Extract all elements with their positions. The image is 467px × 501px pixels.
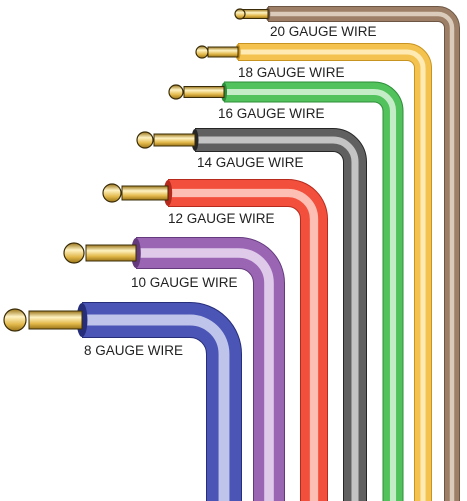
wire-18-conductor — [207, 46, 239, 58]
wire-12-label: 12 GAUGE WIRE — [168, 211, 275, 226]
wire-14-gauge — [136, 128, 367, 501]
wire-14-conductor — [153, 133, 196, 147]
wire-14-tip — [136, 131, 154, 149]
wire-10-insulation-outline — [136, 237, 285, 501]
wire-16-label: 16 GAUGE WIRE — [218, 106, 325, 121]
wire-8-gauge — [3, 302, 242, 501]
wire-14-highlight — [195, 136, 359, 501]
wire-18-highlight — [238, 49, 426, 501]
wire-10-insulation — [136, 238, 284, 501]
wire-20-gauge — [234, 6, 460, 501]
wire-8-highlight — [82, 314, 230, 501]
wire-18-tip — [195, 45, 209, 59]
wire-20-label: 20 GAUGE WIRE — [270, 24, 377, 39]
wire-8-label: 8 GAUGE WIRE — [84, 343, 183, 358]
wire-16-highlight — [224, 88, 397, 501]
wire-10-label: 10 GAUGE WIRE — [131, 275, 238, 290]
wire-10-conductor — [85, 244, 137, 262]
wire-18-label: 18 GAUGE WIRE — [238, 65, 345, 80]
wire-16-conductor — [183, 86, 225, 98]
wire-16-tip — [168, 84, 184, 100]
wire-12-gauge — [102, 179, 328, 501]
wire-20-conductor — [242, 9, 269, 19]
wire-18-gauge — [195, 43, 432, 501]
wire-14-label: 14 GAUGE WIRE — [197, 155, 304, 170]
wire-20-tip — [234, 8, 246, 20]
wire-10-tip — [63, 242, 85, 264]
wires-group — [3, 6, 460, 501]
wire-10-highlight — [136, 248, 274, 501]
wire-12-highlight — [168, 188, 319, 501]
wire-20-highlight — [268, 11, 455, 501]
labels-group: 20 GAUGE WIRE 18 GAUGE WIRE 16 GAUGE WIRE 1… — [84, 24, 377, 358]
wire-16-gauge — [168, 81, 404, 501]
wire-12-tip — [102, 183, 122, 203]
wire-8-tip — [3, 308, 27, 332]
wire-12-conductor — [121, 185, 169, 201]
wire-10-gauge — [63, 237, 285, 501]
wire-8-conductor — [28, 310, 83, 330]
